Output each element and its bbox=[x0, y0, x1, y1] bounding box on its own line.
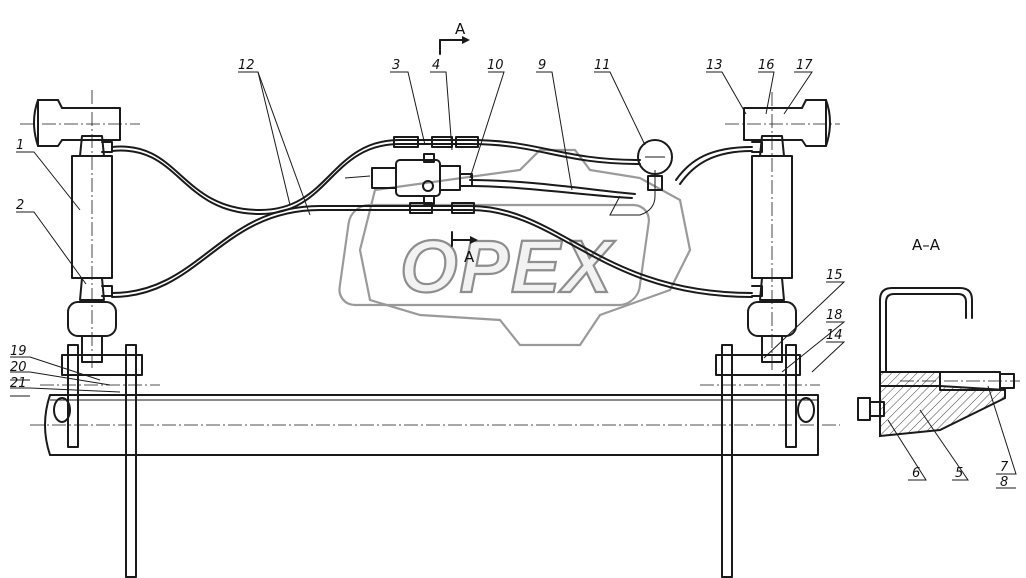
callout-6: 6 bbox=[912, 466, 920, 481]
watermark: OPEX bbox=[338, 148, 692, 347]
callout-15: 15 bbox=[826, 268, 843, 283]
cut-label-bottom: A bbox=[464, 248, 475, 266]
callout-20: 20 bbox=[10, 360, 27, 375]
callout-10: 10 bbox=[487, 58, 504, 73]
cut-label-top: A bbox=[455, 20, 466, 38]
callout-17: 17 bbox=[796, 58, 813, 73]
callout-21: 21 bbox=[10, 376, 27, 391]
watermark-frame bbox=[338, 203, 650, 307]
section-cut-markers: A A A–A bbox=[439, 20, 941, 266]
callout-18: 18 bbox=[826, 308, 843, 323]
callout-8: 8 bbox=[1000, 475, 1008, 490]
valve-unit bbox=[371, 153, 473, 205]
callout-14: 14 bbox=[826, 328, 843, 343]
right-cylinder-assembly bbox=[700, 92, 840, 578]
watermark-text: OPEX bbox=[400, 225, 616, 308]
callout-9: 9 bbox=[538, 58, 546, 73]
callout-13: 13 bbox=[706, 58, 723, 73]
callout-labels: 1 2 3 4 10 9 11 12 13 16 17 15 18 14 19 … bbox=[10, 58, 1009, 490]
callout-19: 19 bbox=[10, 344, 27, 359]
callout-2: 2 bbox=[16, 198, 24, 213]
callout-16: 16 bbox=[758, 58, 775, 73]
callout-12: 12 bbox=[238, 58, 255, 73]
left-cylinder-assembly bbox=[20, 90, 160, 578]
watermark-gear-icon bbox=[358, 148, 692, 347]
callout-3: 3 bbox=[392, 58, 400, 73]
bracket-block bbox=[879, 371, 941, 387]
callout-4: 4 bbox=[432, 58, 440, 73]
callout-11: 11 bbox=[594, 58, 611, 73]
callout-1: 1 bbox=[16, 138, 24, 153]
callout-5: 5 bbox=[955, 466, 963, 481]
section-detail bbox=[857, 287, 1020, 438]
wedge bbox=[879, 385, 1006, 438]
leader-lines bbox=[10, 71, 1017, 489]
pressure-gauge-icon bbox=[637, 139, 673, 191]
callout-7: 7 bbox=[1000, 460, 1009, 475]
hydraulic-hoses bbox=[111, 136, 753, 298]
axle-beam bbox=[30, 394, 840, 456]
section-view-title: A–A bbox=[912, 236, 941, 254]
